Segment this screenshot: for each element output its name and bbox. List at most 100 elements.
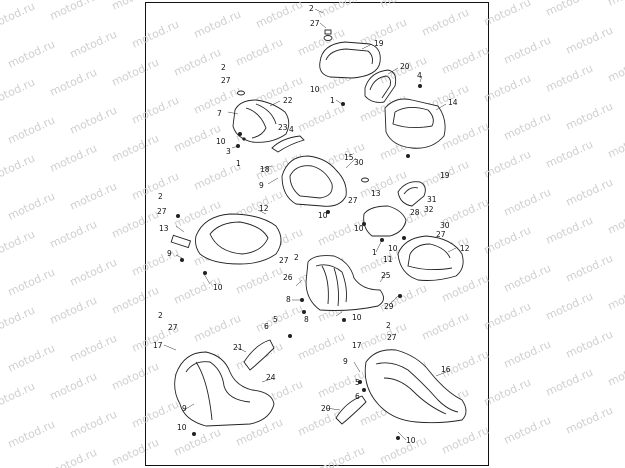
- callout-5: 5: [273, 315, 278, 324]
- watermark-text: motod.ru: [48, 66, 99, 99]
- watermark-text: motod.ru: [254, 302, 305, 335]
- passenger-seat-14: [384, 98, 446, 149]
- callout-13: 13: [371, 189, 381, 198]
- watermark-text: motod.ru: [234, 36, 285, 69]
- callout-14: 14: [448, 98, 458, 107]
- callout-20: 20: [321, 404, 331, 413]
- watermark-text: motod.ru: [0, 76, 37, 109]
- watermark-text: motod.ru: [110, 208, 161, 241]
- callout-8: 8: [304, 315, 309, 324]
- callout-17: 17: [352, 341, 362, 350]
- bracket-21: [243, 339, 275, 371]
- watermark-text: motod.ru: [6, 114, 57, 147]
- watermark-text: motod.ru: [606, 356, 625, 389]
- watermark-text: motod.ru: [0, 228, 37, 261]
- callout-15: 15: [344, 153, 354, 162]
- callout-2: 2: [294, 253, 299, 262]
- watermark-text: motod.ru: [130, 94, 181, 127]
- watermark-text: motod.ru: [130, 246, 181, 279]
- callout-11: 11: [383, 255, 393, 264]
- watermark-text: motod.ru: [68, 180, 119, 213]
- callout-17: 17: [153, 341, 163, 350]
- watermark-text: motod.ru: [48, 446, 99, 468]
- callout-25: 25: [381, 271, 391, 280]
- watermark-text: motod.ru: [110, 436, 161, 468]
- watermark-text: motod.ru: [110, 56, 161, 89]
- callout-27: 27: [387, 333, 397, 342]
- watermark-text: motod.ru: [502, 110, 553, 143]
- watermark-text: motod.ru: [254, 0, 305, 31]
- callout-27: 27: [348, 196, 358, 205]
- watermark-text: motod.ru: [564, 404, 615, 437]
- callout-10: 10: [354, 224, 364, 233]
- watermark-text: motod.ru: [502, 414, 553, 447]
- watermark-text: motod.ru: [482, 224, 533, 257]
- callout-21: 21: [233, 343, 243, 352]
- watermark-text: motod.ru: [234, 264, 285, 297]
- backrest-pad-19: [397, 181, 426, 207]
- hardware-dots: [176, 84, 422, 440]
- callout-12: 12: [460, 244, 470, 253]
- bracket-20-lower: [335, 395, 367, 425]
- watermark-text: motod.ru: [564, 100, 615, 133]
- passenger-pillion-top: [319, 29, 381, 79]
- callout-1: 1: [330, 96, 335, 105]
- watermark-text: motod.ru: [482, 0, 533, 29]
- callout-31: 31: [427, 195, 437, 204]
- watermark-text: motod.ru: [68, 256, 119, 289]
- watermark-text: motod.ru: [48, 294, 99, 327]
- watermark-text: motod.ru: [172, 46, 223, 79]
- callout-23: 23: [278, 123, 288, 132]
- callout-27: 27: [279, 256, 289, 265]
- seat-12-left: [170, 213, 282, 265]
- watermark-text: motod.ru: [544, 62, 595, 95]
- rider-seat-18: [281, 155, 369, 207]
- callout-27: 27: [168, 323, 178, 332]
- watermark-text: motod.ru: [48, 0, 99, 23]
- watermark-text: motod.ru: [482, 148, 533, 181]
- watermark-text: motod.ru: [544, 290, 595, 323]
- callout-2: 2: [158, 311, 163, 320]
- callout-27: 27: [310, 19, 320, 28]
- callout-1: 1: [372, 248, 377, 257]
- watermark-text: motod.ru: [6, 342, 57, 375]
- watermark-text: motod.ru: [48, 142, 99, 175]
- callout-6: 6: [264, 322, 269, 331]
- watermark-text: motod.ru: [564, 328, 615, 361]
- callout-24: 24: [266, 373, 276, 382]
- callout-26: 26: [283, 273, 293, 282]
- watermark-text: motod.ru: [192, 8, 243, 41]
- watermark-text: motod.ru: [110, 0, 161, 13]
- callout-30: 30: [354, 158, 364, 167]
- solo-seat-22: [232, 90, 290, 143]
- watermark-text: motod.ru: [482, 72, 533, 105]
- watermark-text: motod.ru: [544, 366, 595, 399]
- watermark-text: motod.ru: [420, 6, 471, 39]
- callout-29: 29: [384, 302, 394, 311]
- watermark-text: motod.ru: [502, 262, 553, 295]
- callout-6: 6: [355, 392, 360, 401]
- watermark-text: motod.ru: [6, 38, 57, 71]
- backrest-frame: [364, 69, 397, 103]
- callout-27: 27: [221, 76, 231, 85]
- callout-27: 27: [157, 207, 167, 216]
- watermark-text: motod.ru: [502, 338, 553, 371]
- callout-2: 2: [158, 192, 163, 201]
- watermark-text: motod.ru: [0, 0, 37, 33]
- watermark-text: motod.ru: [378, 434, 429, 467]
- watermark-text: motod.ru: [420, 310, 471, 343]
- watermark-text: motod.ru: [6, 266, 57, 299]
- watermark-text: motod.ru: [606, 0, 625, 9]
- callout-8: 8: [286, 295, 291, 304]
- watermark-text: motod.ru: [544, 0, 595, 19]
- watermark-text: motod.ru: [130, 18, 181, 51]
- watermark-text: motod.ru: [68, 28, 119, 61]
- watermark-text: motod.ru: [296, 330, 347, 363]
- callout-9: 9: [259, 181, 264, 190]
- watermark-text: motod.ru: [606, 128, 625, 161]
- callout-4: 4: [417, 71, 422, 80]
- watermark-text: motod.ru: [0, 152, 37, 185]
- watermark-text: motod.ru: [48, 370, 99, 403]
- callout-10: 10: [177, 423, 187, 432]
